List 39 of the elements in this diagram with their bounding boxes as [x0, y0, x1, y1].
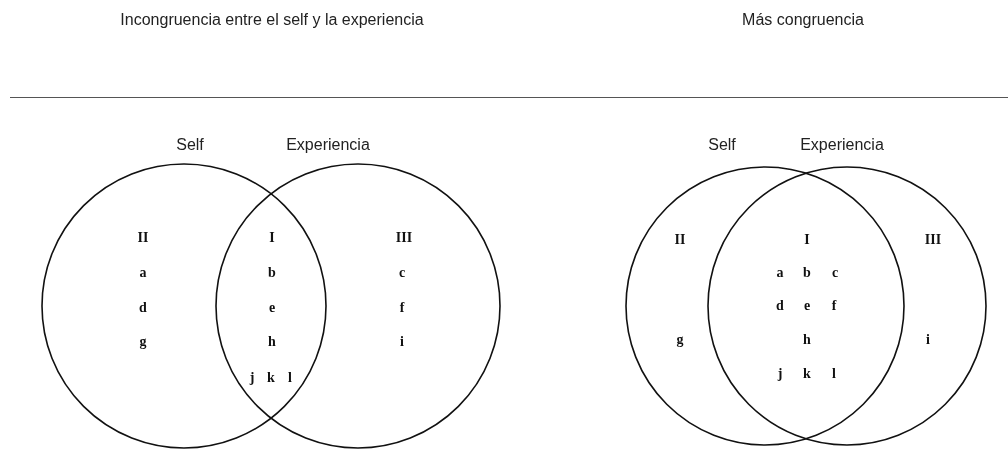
region-label: b — [268, 265, 276, 281]
region-label: I — [269, 230, 275, 246]
region-label: g — [139, 334, 147, 350]
region-label: a — [776, 265, 784, 281]
region-label: c — [398, 265, 406, 281]
region-label: j — [249, 370, 255, 386]
panel-title: Más congruencia — [742, 11, 864, 29]
region-label: e — [803, 298, 811, 314]
region-label: g — [676, 332, 684, 348]
venn-circle — [216, 136, 500, 449]
region-label: l — [832, 366, 836, 382]
region-label: l — [288, 370, 292, 386]
circle-heading: Self — [176, 136, 204, 154]
region-label: f — [831, 298, 837, 314]
region-label: d — [139, 300, 147, 316]
region-label: III — [924, 232, 942, 248]
venn-circle — [626, 136, 904, 446]
region-label: a — [139, 265, 147, 281]
region-label: j — [777, 366, 783, 382]
circle-heading: Experiencia — [800, 136, 884, 154]
region-label: h — [803, 332, 811, 348]
venn-circle — [708, 136, 986, 446]
region-label: i — [926, 332, 930, 348]
circle-heading: Self — [708, 136, 736, 154]
region-label: k — [267, 370, 275, 386]
region-label: k — [803, 366, 811, 382]
region-label: f — [399, 300, 405, 316]
region-label: e — [268, 300, 276, 316]
region-label: h — [268, 334, 276, 350]
region-label: III — [395, 230, 413, 246]
region-label: c — [831, 265, 839, 281]
circle-heading: Experiencia — [286, 136, 370, 154]
region-label: i — [400, 334, 404, 350]
panel-title: Incongruencia entre el self y la experiencia — [120, 11, 424, 29]
region-label: I — [804, 232, 810, 248]
region-label: II — [137, 230, 149, 246]
region-label: d — [776, 298, 784, 314]
region-label: b — [803, 265, 811, 281]
region-label: II — [674, 232, 686, 248]
